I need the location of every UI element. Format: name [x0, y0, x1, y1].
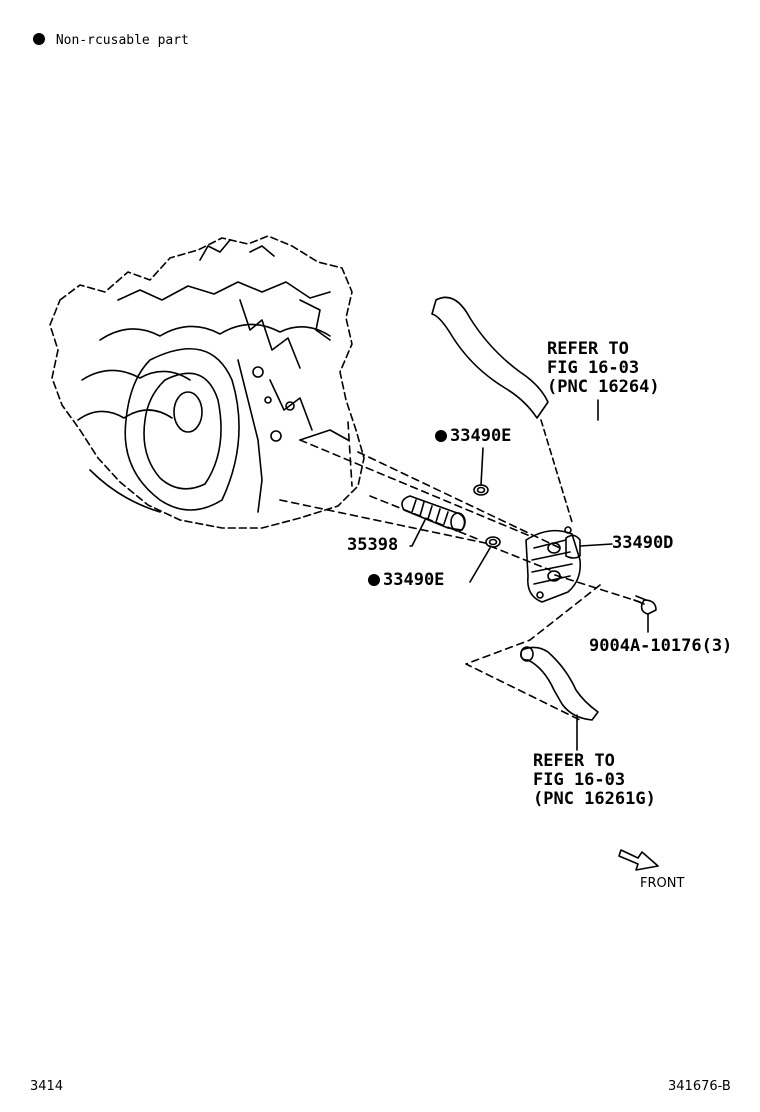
part-label-upper-gasket[interactable]: 33490E	[435, 427, 511, 446]
upper-gasket-drawing	[473, 447, 489, 496]
lower-ref-line2: FIG 16-03	[533, 770, 626, 790]
lower-hose-reference: REFER TO FIG 16-03 (PNC 16261G)	[533, 752, 656, 809]
pipe-drawing	[401, 495, 466, 547]
lower-gasket-drawing	[469, 536, 501, 583]
page-code: 3414	[30, 1079, 64, 1094]
lower-ref-line1: REFER TO	[533, 751, 615, 771]
part-label-pipe[interactable]: 35398	[347, 536, 398, 555]
non-reusable-bullet-icon	[33, 33, 45, 45]
oil-cooler-number: 33490D	[612, 533, 674, 553]
assembly-lines	[279, 421, 641, 721]
front-label: FRONT	[640, 876, 685, 891]
oil-cooler-drawing	[525, 526, 613, 603]
part-label-lower-gasket[interactable]: 33490E	[368, 571, 444, 590]
upper-ref-line3: (PNC 16264)	[547, 377, 660, 397]
lower-ref-line3: (PNC 16261G)	[533, 789, 656, 809]
lower-gasket-number: 33490E	[383, 570, 445, 590]
lower-hose	[520, 646, 599, 751]
upper-ref-line2: FIG 16-03	[547, 358, 640, 378]
upper-hose-reference: REFER TO FIG 16-03 (PNC 16264)	[547, 340, 660, 397]
bolt-drawing	[633, 595, 657, 633]
upper-ref-line1: REFER TO	[547, 339, 629, 359]
non-reusable-bullet-icon	[368, 574, 380, 586]
front-arrow-icon	[618, 849, 659, 871]
legend-text: Non-rcusable part	[55, 33, 189, 48]
upper-gasket-number: 33490E	[450, 426, 512, 446]
pipe-number: 35398	[347, 535, 399, 555]
transaxle-housing	[49, 235, 365, 529]
legend: Non-rcusable part	[33, 31, 189, 50]
figure-code: 341676-B	[668, 1079, 731, 1094]
part-label-bolt[interactable]: 9004A-10176(3)	[589, 637, 732, 656]
bolt-number: 9004A-10176(3)	[589, 636, 733, 656]
part-label-oil-cooler[interactable]: 33490D	[612, 534, 673, 553]
non-reusable-bullet-icon	[435, 430, 447, 442]
upper-hose	[431, 296, 573, 523]
